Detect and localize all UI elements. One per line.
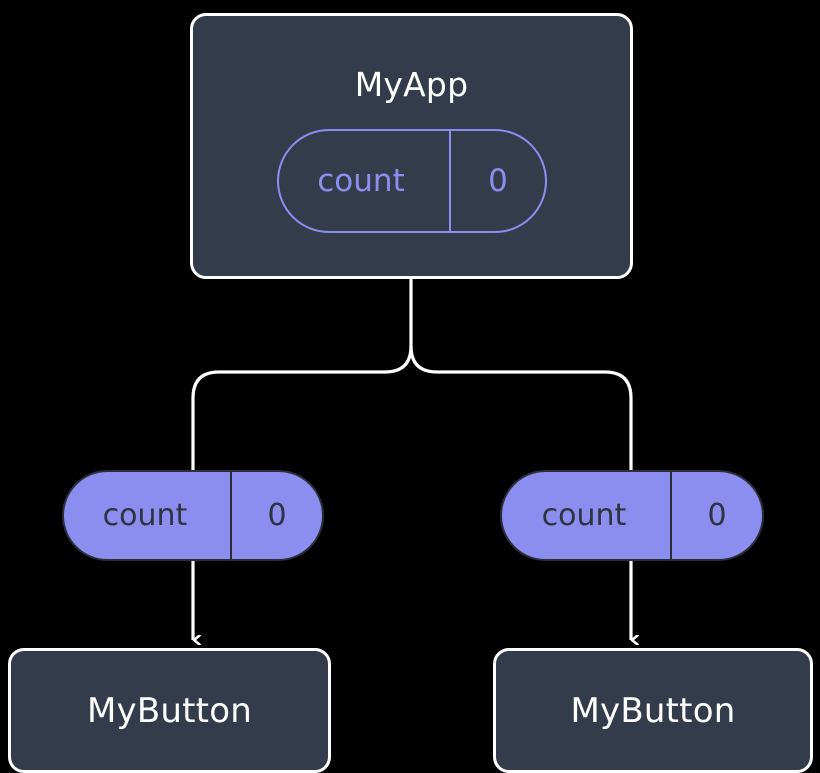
prop-pill-name: count xyxy=(64,472,232,559)
component-label-button-left: MyButton xyxy=(87,690,252,731)
prop-pill-value: 0 xyxy=(707,497,727,533)
component-node-button-right[interactable]: MyButton xyxy=(493,648,813,773)
component-label-button-right: MyButton xyxy=(570,690,736,731)
prop-pill-button-right[interactable]: count 0 xyxy=(500,470,764,561)
component-node-myapp[interactable]: MyApp xyxy=(190,13,633,279)
state-pill-value: 0 xyxy=(488,162,508,199)
edge-myapp-to-child-left xyxy=(191,344,413,472)
state-pill-myapp[interactable]: count 0 xyxy=(277,129,547,233)
component-label-myapp: MyApp xyxy=(354,65,469,104)
prop-pill-name: count xyxy=(502,472,672,559)
edge-myapp-to-children xyxy=(409,278,633,472)
prop-pill-value: 0 xyxy=(267,497,287,533)
prop-pill-button-left[interactable]: count 0 xyxy=(62,470,324,561)
state-pill-name: count xyxy=(279,131,451,231)
component-node-button-left[interactable]: MyButton xyxy=(8,648,331,773)
